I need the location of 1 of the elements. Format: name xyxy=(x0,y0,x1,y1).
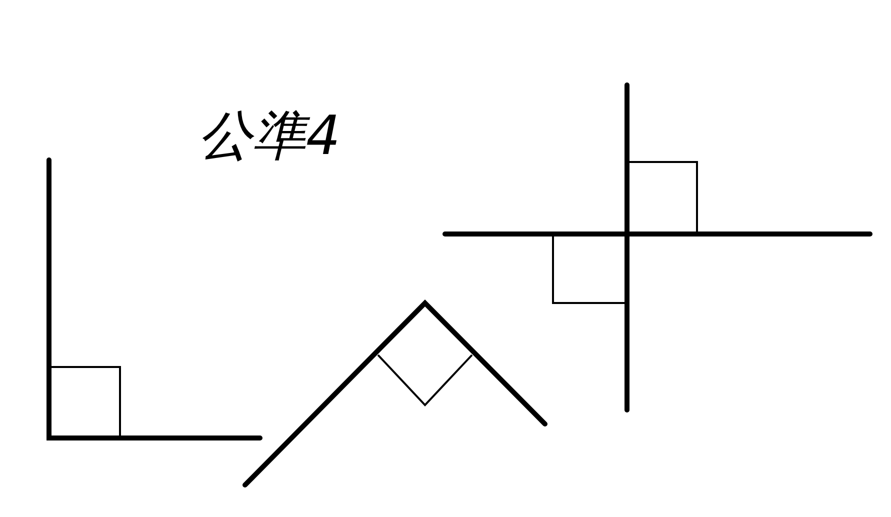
title: 公準4 xyxy=(198,104,340,168)
